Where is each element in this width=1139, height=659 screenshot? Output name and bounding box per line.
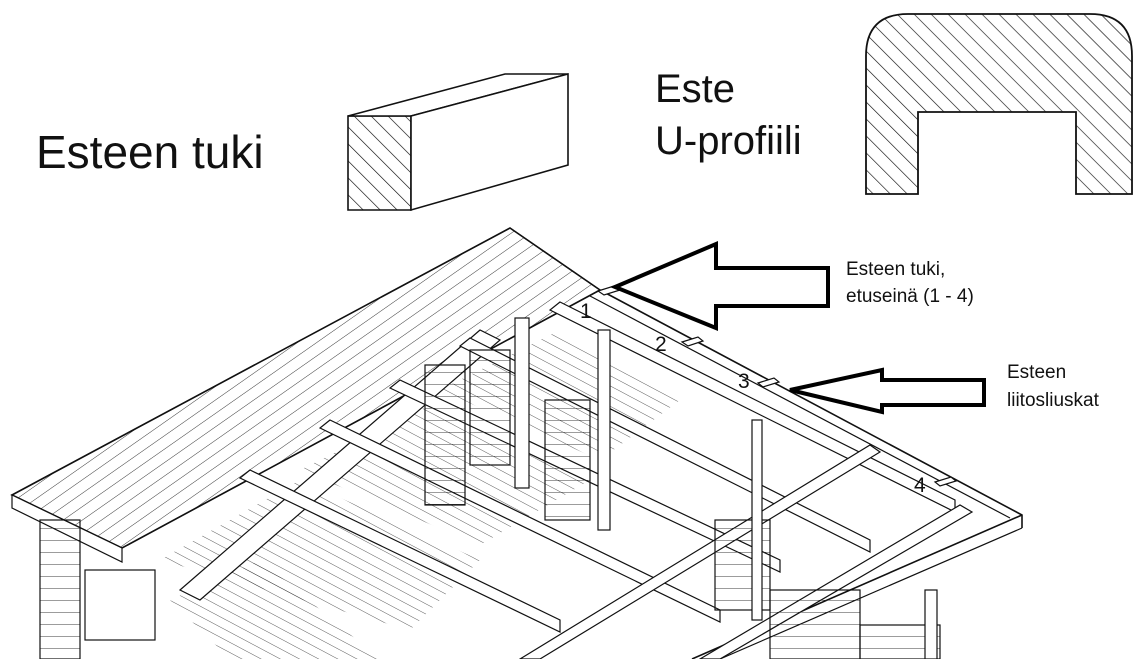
support-callout-line1: Esteen tuki,	[846, 259, 946, 280]
u-profile-drawing	[865, 13, 1133, 195]
barrier-heading: Este	[655, 67, 736, 111]
profile-heading: U-profiili	[655, 119, 802, 163]
arrow-icon	[609, 240, 830, 331]
marker-1: 1	[580, 300, 592, 323]
splice-callout-line1: Esteen	[1007, 362, 1067, 383]
splice-callout-line2: liitosliuskat	[1007, 390, 1099, 411]
marker-4: 4	[914, 474, 926, 497]
marker-2: 2	[655, 333, 667, 356]
arrow-icon	[789, 367, 986, 415]
support-callout-line2: etuseinä (1 - 4)	[846, 286, 974, 307]
sauna-structure-drawing	[10, 227, 1023, 659]
support-beam-drawing	[347, 72, 569, 212]
marker-3: 3	[738, 370, 750, 393]
support-heading: Esteen tuki	[36, 126, 264, 178]
